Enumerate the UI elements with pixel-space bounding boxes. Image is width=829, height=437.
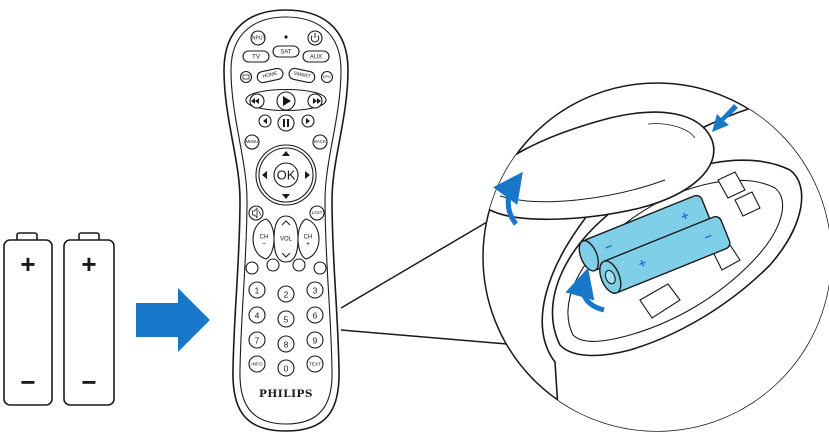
text-button-label: TEXT	[309, 361, 321, 367]
svg-text:+: +	[306, 241, 310, 248]
digit-0-button[interactable]	[277, 359, 295, 377]
press-tab-arrow-icon	[712, 104, 738, 132]
back-button[interactable]	[312, 134, 328, 150]
dpad-down-icon[interactable]	[282, 194, 290, 199]
dpad-left-icon[interactable]	[262, 171, 267, 179]
digit-9-button[interactable]	[306, 331, 324, 349]
digit-6-button[interactable]	[306, 306, 324, 324]
volume-down-icon	[281, 252, 291, 258]
back-button-label: BACK	[314, 139, 326, 144]
ok-button-label: OK	[277, 167, 296, 182]
brand-logo: PHILIPS	[259, 388, 313, 400]
digit-3-button[interactable]	[306, 281, 324, 299]
blue-button[interactable]	[313, 261, 327, 275]
play-icon	[283, 96, 291, 106]
volume-rocker[interactable]: VOL	[273, 215, 299, 263]
ok-button[interactable]	[273, 162, 299, 188]
aux-button[interactable]	[302, 50, 330, 63]
battery-right-minus-sign: −	[81, 367, 96, 397]
smart-button-label: SMART	[293, 71, 311, 80]
green-button[interactable]	[266, 258, 280, 272]
svg-text:−: −	[262, 241, 266, 248]
lift-cover-arrow-icon	[493, 171, 523, 226]
digit-label: 7	[255, 335, 260, 345]
detail-battery-lower: + −	[599, 215, 731, 294]
smart-button[interactable]	[288, 67, 316, 84]
info-button[interactable]	[248, 355, 266, 373]
battery-right-plus-sign: +	[81, 249, 96, 279]
battery-cover	[483, 111, 715, 221]
digit-label: 8	[284, 339, 289, 349]
next-icon	[306, 118, 310, 124]
battery-right: + −	[63, 232, 115, 406]
power-icon	[310, 35, 320, 43]
menu-button-label: MENU	[246, 139, 259, 144]
insert-battery-arrow-icon	[565, 267, 605, 313]
mute-button[interactable]	[248, 205, 264, 221]
aux-button-label: AUX	[310, 55, 322, 61]
ch-label-right: CH	[304, 235, 313, 241]
insert-arrow-icon	[136, 288, 210, 352]
battery-left-plus-sign: +	[20, 249, 35, 279]
digit-4-button[interactable]	[248, 306, 266, 324]
battery-left: + −	[3, 232, 53, 406]
pause-button[interactable]	[277, 114, 295, 132]
battery-left-minus-sign: −	[20, 367, 35, 397]
digit-label: 3	[313, 285, 318, 295]
dpad-right-icon[interactable]	[305, 171, 310, 179]
fast-forward-icon	[313, 98, 321, 104]
mute-icon	[252, 207, 258, 219]
menu-button[interactable]	[244, 134, 260, 150]
input-button[interactable]	[250, 30, 266, 46]
channel-rocker-right[interactable]: CH +	[297, 218, 320, 260]
callout-line-top	[340, 221, 488, 309]
home-button[interactable]	[256, 67, 284, 84]
epg-button[interactable]	[320, 70, 334, 84]
digit-label: 6	[313, 310, 318, 320]
digit-label: 2	[284, 289, 289, 299]
dpad-up-icon[interactable]	[282, 151, 290, 156]
digit-label: 0	[284, 363, 289, 373]
volume-up-icon	[281, 220, 291, 226]
guide-icon	[242, 74, 250, 80]
digit-label: 4	[255, 310, 260, 320]
svg-text:EPG: EPG	[323, 75, 331, 79]
pause-icon	[283, 119, 285, 127]
media-cluster	[245, 89, 327, 132]
battery-compartment-detail: − + + −	[482, 82, 829, 432]
red-button[interactable]	[245, 261, 259, 275]
digit-5-button[interactable]	[277, 310, 295, 328]
last-button[interactable]	[309, 205, 325, 221]
digit-label: 5	[284, 314, 289, 324]
rewind-icon	[251, 98, 259, 104]
guide-button[interactable]	[239, 70, 253, 84]
digit-7-button[interactable]	[248, 331, 266, 349]
remote-control: INPUT TV SAT AUX HOME SMART EPG	[223, 9, 349, 432]
ch-label: CH	[260, 235, 269, 241]
info-button-label: INFO	[251, 361, 263, 367]
digit-1-button[interactable]	[248, 281, 266, 299]
sat-button-label: SAT	[280, 50, 292, 56]
previous-icon	[263, 118, 267, 124]
callout-line-bottom	[340, 329, 508, 345]
digit-label: 1	[255, 285, 260, 295]
digit-2-button[interactable]	[277, 285, 295, 303]
number-pad: 1 2 3 4 5 6 7 8 9 INFO 0 TEXT	[248, 281, 324, 377]
last-button-label: LAST	[312, 210, 323, 215]
vol-label: VOL	[280, 237, 293, 243]
tv-button-label: TV	[252, 55, 260, 61]
channel-rocker[interactable]: CH −	[252, 218, 275, 260]
dpad: OK	[255, 144, 317, 206]
tv-button[interactable]	[242, 50, 270, 63]
indicator-led	[284, 35, 288, 39]
digit-label: 9	[313, 335, 318, 345]
digit-8-button[interactable]	[277, 335, 295, 353]
power-button[interactable]	[307, 30, 323, 46]
text-button[interactable]	[306, 355, 324, 373]
yellow-button[interactable]	[292, 258, 306, 272]
input-button-label: INPUT	[251, 35, 266, 41]
sat-button[interactable]	[272, 45, 300, 58]
home-button-label: HOME	[262, 71, 279, 80]
